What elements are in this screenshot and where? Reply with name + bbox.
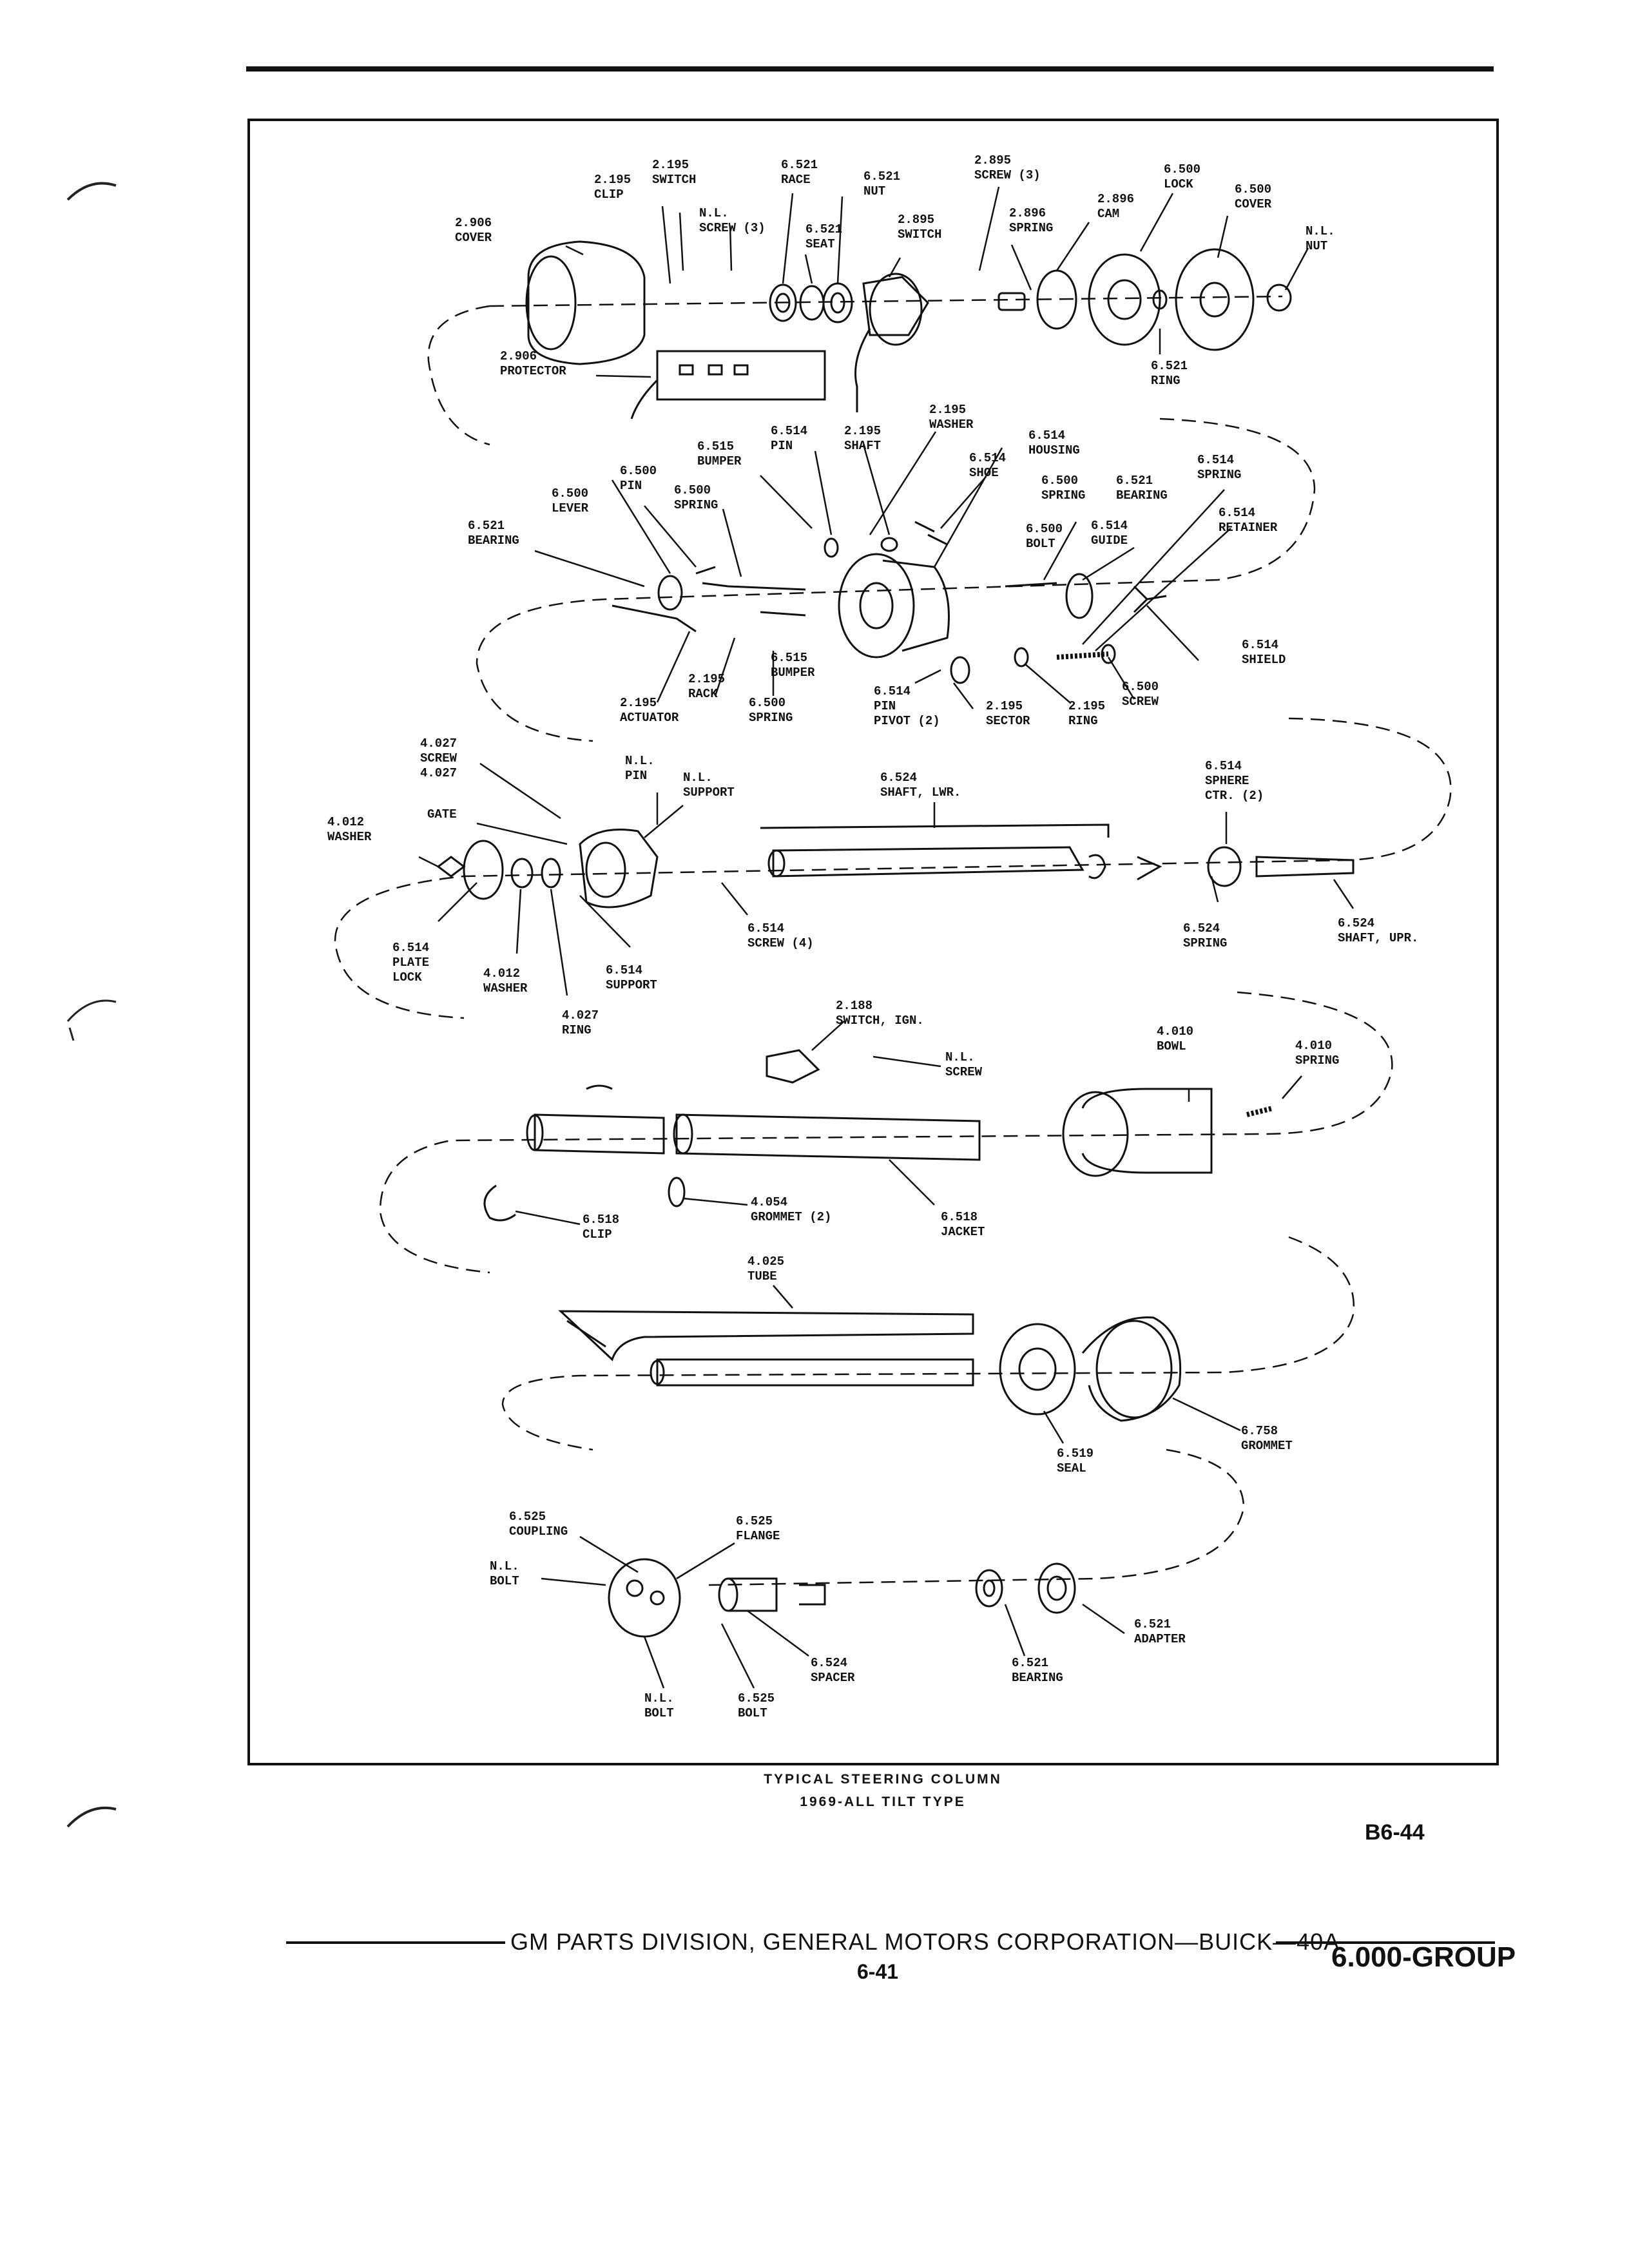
washer-2195-label: 2.195 WASHER: [929, 403, 974, 432]
cover-6500-label: 6.500 COVER: [1235, 182, 1272, 211]
binder-mark-2: [66, 999, 117, 1041]
grommet-6758-label: 6.758 GROMMET: [1241, 1424, 1293, 1453]
pin-6500-label: 6.500 PIN: [620, 464, 657, 493]
bearing-6521c-label: 6.521 BEARING: [1012, 1656, 1063, 1685]
spring-6500c-label: 6.500 SPRING: [749, 696, 793, 725]
switch-clip-label: 2.195 CLIP: [594, 173, 631, 202]
pin-6514-label: 6.514 PIN: [771, 424, 808, 453]
shaft-2195-label: 2.195 SHAFT: [844, 424, 882, 453]
shoe-label: 6.514 SHOE: [969, 451, 1007, 480]
retainer-label: 6.514 RETAINER: [1219, 506, 1278, 535]
nl-bolt-label: N.L. BOLT: [490, 1559, 519, 1588]
nl-bolt-2-label: N.L. BOLT: [644, 1691, 674, 1720]
bearing-6521-label: 6.521 BEARING: [468, 519, 519, 548]
lever-label: 6.500 LEVER: [552, 486, 589, 515]
figure-caption-line1: TYPICAL STEERING COLUMN: [764, 1772, 1002, 1787]
footer-rule-left: [286, 1941, 505, 1944]
figure-id: B6-44: [1365, 1820, 1425, 1845]
switch-label: 2.195 SWITCH: [652, 158, 697, 187]
support-6514-label: 6.514 SUPPORT: [606, 963, 657, 992]
clip-6518-label: 6.518 CLIP: [583, 1213, 620, 1242]
pivot-pin-label: 6.514 PIN PIVOT (2): [874, 684, 940, 728]
top-rule: [246, 66, 1494, 72]
footer-group: 6.000-GROUP: [1331, 1941, 1516, 1973]
rack-label: 2.195 RACK: [688, 672, 726, 701]
tube-label: 4.025 TUBE: [747, 1254, 785, 1283]
grommet-2-label: 4.054 GROMMET (2): [751, 1195, 832, 1224]
spring-6500-label: 6.500 SPRING: [674, 483, 718, 512]
screw-4-label: 6.514 SCREW (4): [747, 921, 814, 950]
race-label: 6.521 RACE: [781, 158, 818, 187]
plate-lock-label: 6.514 PLATE LOCK: [392, 941, 430, 985]
footer-rule-right: [1276, 1941, 1495, 1944]
lock-label: 6.500 LOCK: [1164, 162, 1201, 191]
bowl-label: 4.010 BOWL: [1157, 1024, 1194, 1053]
shaft-lwr-label: 6.524 SHAFT, LWR.: [880, 771, 961, 800]
cover-label: 2.906 COVER: [455, 216, 492, 245]
assembly-centerlines: [334, 295, 1452, 1586]
spring-6500b-label: 6.500 SPRING: [1041, 474, 1086, 503]
flange-label: 6.525 FLANGE: [736, 1514, 780, 1543]
nl-nut-label: N.L. NUT: [1306, 224, 1335, 253]
shaft-upr-label: 6.524 SHAFT, UPR.: [1338, 916, 1419, 945]
nl-pin-label: N.L. PIN: [625, 754, 655, 783]
nl-screw-label: N.L. SCREW: [945, 1050, 983, 1079]
ring-2195-label: 2.195 RING: [1068, 699, 1106, 728]
housing-label: 6.514 HOUSING: [1028, 428, 1080, 457]
screw-3-label: 2.895 SCREW (3): [974, 153, 1041, 182]
nl-support-label: N.L. SUPPORT: [683, 771, 735, 800]
switch-ign-label: 2.188 SWITCH, IGN.: [836, 999, 924, 1028]
bolt-6500-label: 6.500 BOLT: [1026, 522, 1063, 551]
seal-label: 6.519 SEAL: [1057, 1446, 1094, 1475]
screw-4027-label: 4.027 SCREW 4.027: [420, 736, 458, 780]
spring-2896-label: 2.896 SPRING: [1009, 206, 1054, 235]
coupling-label: 6.525 COUPLING: [509, 1510, 568, 1539]
sphere-ctr-label: 6.514 SPHERE CTR. (2): [1205, 759, 1264, 803]
protector-label: 2.906 PROTECTOR: [500, 349, 566, 378]
adapter-label: 6.521 ADAPTER: [1134, 1617, 1186, 1646]
section-6-parts: [608, 1558, 1076, 1638]
leader-lines: [418, 186, 1354, 1689]
footer-division: GM PARTS DIVISION, GENERAL MOTORS CORPOR…: [510, 1928, 1340, 1955]
spring-6524-label: 6.524 SPRING: [1183, 921, 1228, 950]
bearing-6521b-label: 6.521 BEARING: [1116, 474, 1168, 503]
cam-label: 2.896 CAM: [1097, 192, 1135, 221]
bolt-6525-label: 6.525 BOLT: [738, 1691, 775, 1720]
ring-4027-label: 4.027 RING: [562, 1008, 599, 1037]
jacket-label: 6.518 JACKET: [941, 1210, 985, 1239]
nut-label: 6.521 NUT: [863, 169, 901, 198]
diagram-frame: [247, 119, 1499, 1765]
shield-label: 6.514 SHIELD: [1242, 638, 1286, 667]
figure-caption-line2: 1969-ALL TILT TYPE: [800, 1794, 966, 1809]
binder-mark-1: [66, 182, 117, 201]
screw-6500-label: 6.500 SCREW: [1122, 680, 1159, 709]
footer-page-number: 6-41: [857, 1960, 899, 1983]
sector-label: 2.195 SECTOR: [986, 699, 1030, 728]
section-4-parts: [483, 1049, 1273, 1222]
guide-label: 6.514 GUIDE: [1091, 519, 1128, 548]
switch-2895-label: 2.895 SWITCH: [898, 213, 942, 242]
washer-4012b-label: 4.012 WASHER: [483, 966, 528, 995]
section-3-parts: [436, 823, 1354, 908]
spring-4010-label: 4.010 SPRING: [1295, 1039, 1340, 1068]
bumper-6515-label: 6.515 BUMPER: [697, 439, 742, 468]
nl-screw-3-label: N.L. SCREW (3): [699, 206, 766, 235]
washer-4012-label: 4.012 WASHER: [327, 815, 372, 844]
spacer-label: 6.524 SPACER: [811, 1656, 855, 1685]
actuator-label: 2.195 ACTUATOR: [620, 696, 679, 725]
spring-6514-label: 6.514 SPRING: [1197, 453, 1242, 482]
ring-6521-label: 6.521 RING: [1151, 359, 1188, 388]
seat-label: 6.521 SEAT: [805, 222, 843, 251]
binder-mark-3: [66, 1806, 117, 1828]
bumper-6515b-label: 6.515 BUMPER: [771, 651, 815, 680]
section-2-parts: [612, 521, 1167, 684]
gate-label: GATE: [427, 807, 457, 822]
section-5-parts: [558, 1310, 1182, 1422]
section-1-parts: [525, 240, 1292, 419]
